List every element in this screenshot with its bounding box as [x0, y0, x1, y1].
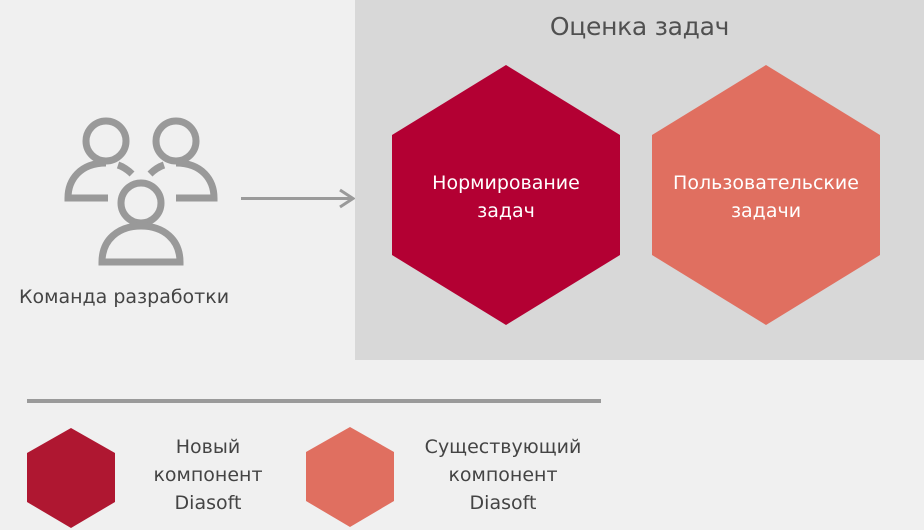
- legend-divider: [27, 399, 601, 403]
- legend-hexagon-new: [27, 428, 115, 528]
- legend-hexagon-existing: [306, 427, 394, 527]
- legend-label-existing: Существующий компонент Diasoft: [424, 436, 582, 514]
- group-users-icon: [64, 117, 218, 266]
- arrow-right-icon: [241, 188, 356, 209]
- panel-title: Оценка задач: [549, 12, 730, 41]
- hexagon-user-tasks-label: Пользовательские задачи: [673, 172, 859, 222]
- legend-label-new: Новый компонент Diasoft: [153, 436, 263, 514]
- hexagon-task-norming: [392, 65, 620, 325]
- hexagon-task-norming-label: Нормирование задач: [432, 172, 580, 222]
- hexagon-user-tasks: [652, 65, 880, 325]
- team-label: Команда разработки: [19, 286, 230, 308]
